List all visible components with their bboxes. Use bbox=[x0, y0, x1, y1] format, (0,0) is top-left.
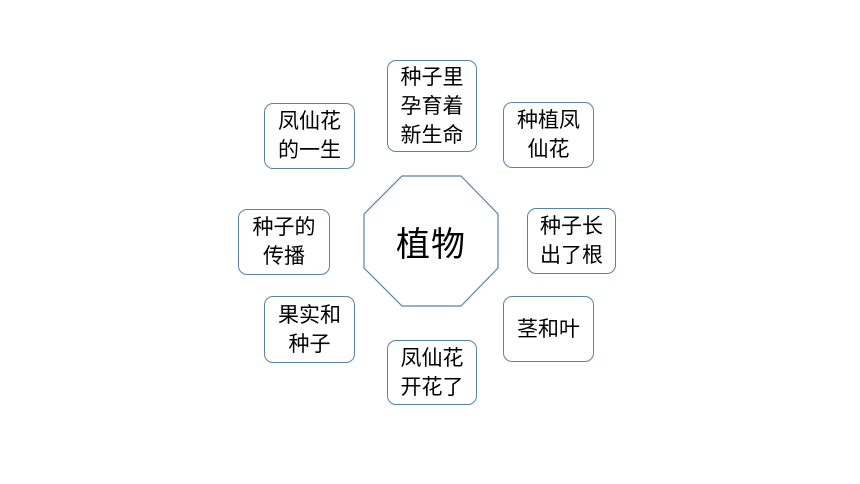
node-fruit-seeds: 果实和 种子 bbox=[264, 296, 355, 363]
node-seed-dispersal: 种子的 传播 bbox=[238, 209, 330, 275]
node-text-line: 种子里 bbox=[400, 64, 464, 89]
node-stem-leaves: 茎和叶 bbox=[503, 296, 594, 362]
center-octagon bbox=[363, 175, 499, 307]
node-text-line: 种子长 bbox=[540, 214, 603, 238]
node-seed-new-life: 种子里 孕育着 新生命 bbox=[387, 60, 477, 152]
node-text-line: 新生命 bbox=[400, 122, 464, 147]
node-text-line: 出了根 bbox=[540, 243, 603, 267]
node-life-cycle: 凤仙花 的一生 bbox=[264, 103, 355, 169]
node-text-line: 开花了 bbox=[400, 374, 464, 399]
node-text-line: 种植凤 bbox=[517, 108, 580, 132]
node-text-line: 凤仙花 bbox=[278, 109, 341, 133]
node-text-line: 茎和叶 bbox=[517, 316, 580, 341]
node-text-line: 果实和 bbox=[278, 302, 341, 327]
node-text-line: 孕育着 bbox=[400, 93, 464, 118]
node-text-line: 种子的 bbox=[252, 215, 316, 239]
center-label: 植物 bbox=[396, 224, 466, 265]
node-text-line: 的一生 bbox=[278, 138, 341, 162]
node-text-line: 凤仙花 bbox=[400, 345, 464, 370]
node-text-line: 种子 bbox=[288, 331, 331, 356]
node-planting: 种植凤 仙花 bbox=[503, 102, 594, 168]
node-roots: 种子长 出了根 bbox=[527, 208, 616, 274]
node-text-line: 传播 bbox=[263, 244, 305, 268]
node-flowering: 凤仙花 开花了 bbox=[387, 340, 477, 405]
node-text-line: 仙花 bbox=[527, 137, 570, 161]
